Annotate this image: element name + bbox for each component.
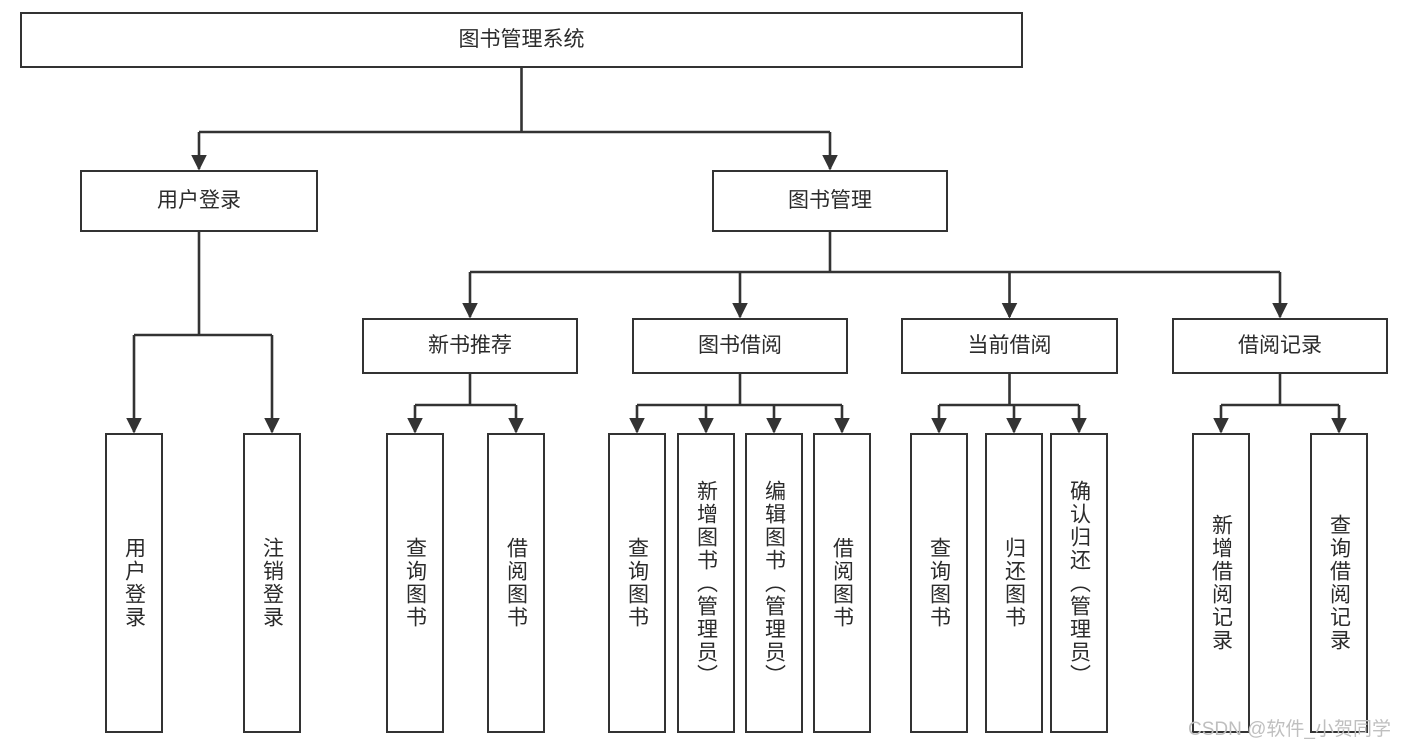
node-label-borrow-3: 编辑图书（管理员） bbox=[762, 479, 786, 687]
node-newbook-1[interactable]: 查询图书 bbox=[386, 433, 444, 733]
watermark-label: CSDN @软件_小贺同学 bbox=[1188, 719, 1391, 740]
node-newbook-2[interactable]: 借阅图书 bbox=[487, 433, 545, 733]
node-label-records-1: 新增借阅记录 bbox=[1209, 514, 1233, 652]
node-records[interactable]: 借阅记录 bbox=[1172, 318, 1388, 374]
node-login-1[interactable]: 用户登录 bbox=[105, 433, 163, 733]
node-label-borrow: 图书借阅 bbox=[698, 333, 782, 357]
node-login[interactable]: 用户登录 bbox=[80, 170, 318, 232]
node-root[interactable]: 图书管理系统 bbox=[20, 12, 1023, 68]
node-label-newbook-2: 借阅图书 bbox=[504, 537, 528, 629]
node-label-borrow-2: 新增图书（管理员） bbox=[694, 479, 718, 687]
node-label-login-2: 注销登录 bbox=[260, 537, 284, 629]
node-borrow-3[interactable]: 编辑图书（管理员） bbox=[745, 433, 803, 733]
node-borrow-4[interactable]: 借阅图书 bbox=[813, 433, 871, 733]
node-label-login-1: 用户登录 bbox=[122, 537, 146, 629]
node-borrow[interactable]: 图书借阅 bbox=[632, 318, 848, 374]
node-bookmgmt[interactable]: 图书管理 bbox=[712, 170, 948, 232]
node-records-2[interactable]: 查询借阅记录 bbox=[1310, 433, 1368, 733]
node-borrow-2[interactable]: 新增图书（管理员） bbox=[677, 433, 735, 733]
node-label-records: 借阅记录 bbox=[1238, 333, 1322, 357]
node-label-borrow-1: 查询图书 bbox=[625, 537, 649, 629]
node-current-1[interactable]: 查询图书 bbox=[910, 433, 968, 733]
node-label-current-2: 归还图书 bbox=[1002, 537, 1026, 629]
node-label-newbook-1: 查询图书 bbox=[403, 537, 427, 629]
node-current-3[interactable]: 确认归还（管理员） bbox=[1050, 433, 1108, 733]
node-current[interactable]: 当前借阅 bbox=[901, 318, 1118, 374]
node-borrow-1[interactable]: 查询图书 bbox=[608, 433, 666, 733]
node-newbook[interactable]: 新书推荐 bbox=[362, 318, 578, 374]
node-label-root: 图书管理系统 bbox=[458, 27, 585, 51]
node-label-current: 当前借阅 bbox=[967, 333, 1052, 357]
node-current-2[interactable]: 归还图书 bbox=[985, 433, 1043, 733]
node-label-current-3: 确认归还（管理员） bbox=[1067, 479, 1091, 687]
node-label-login: 用户登录 bbox=[157, 188, 241, 212]
node-label-borrow-4: 借阅图书 bbox=[830, 537, 854, 629]
node-label-current-1: 查询图书 bbox=[927, 537, 951, 629]
node-label-bookmgmt: 图书管理 bbox=[788, 188, 872, 212]
node-login-2[interactable]: 注销登录 bbox=[243, 433, 301, 733]
node-label-records-2: 查询借阅记录 bbox=[1327, 514, 1351, 652]
node-label-newbook: 新书推荐 bbox=[428, 333, 512, 357]
node-records-1[interactable]: 新增借阅记录 bbox=[1192, 433, 1250, 733]
